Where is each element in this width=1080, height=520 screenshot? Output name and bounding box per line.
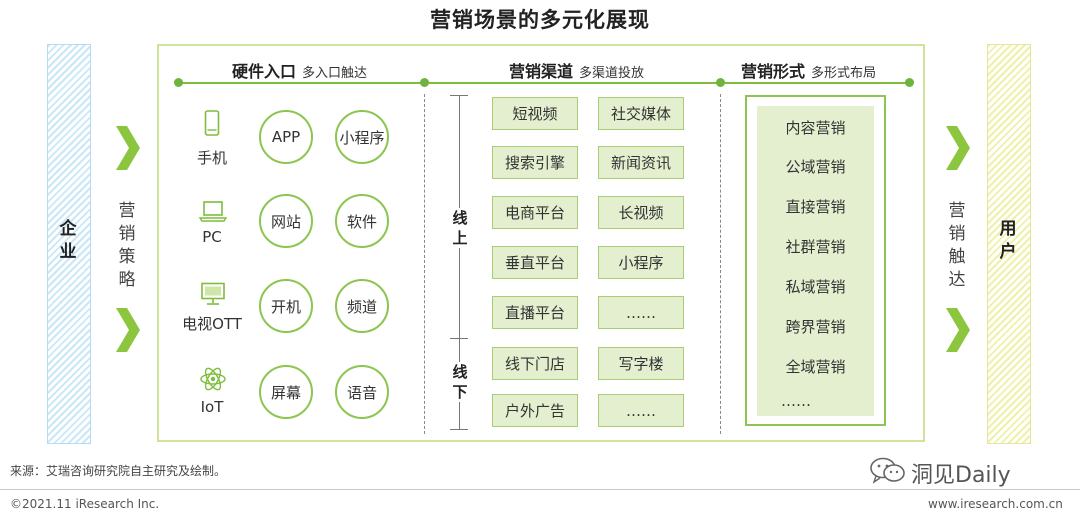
device-label-phone: 手机 — [196, 149, 227, 167]
strategy-char: 策 — [118, 247, 136, 267]
device-label-tv: 电视OTT — [182, 315, 242, 333]
touch-char: 销 — [948, 224, 966, 244]
touch-char: 达 — [948, 270, 966, 290]
form-item: 直接营销 — [785, 198, 846, 216]
device-circle: 小程序 — [335, 110, 389, 164]
channel-box: 社交媒体 — [598, 97, 684, 130]
channel-box: …… — [598, 394, 684, 427]
form-item: 公域营销 — [785, 158, 846, 176]
device-circle: 语音 — [335, 365, 389, 419]
enterprise-label: 企 业 — [57, 218, 79, 264]
chevron-right-icon — [116, 308, 140, 352]
separator-line — [424, 94, 425, 434]
phone-icon — [204, 110, 220, 136]
watermark-text: 洞见Daily — [911, 463, 1011, 488]
section-title-hardware: 硬件入口多入口触达 — [232, 58, 367, 82]
website-link[interactable]: www.iresearch.com.cn — [928, 497, 1063, 511]
section-title-forms: 营销形式多形式布局 — [741, 58, 876, 82]
form-item: 内容营销 — [785, 119, 846, 137]
wechat-icon — [870, 457, 905, 484]
copyright: ©2021.11 iResearch Inc. — [10, 497, 160, 511]
channel-box: 长视频 — [598, 196, 684, 229]
channel-box: 线下门店 — [492, 347, 578, 380]
form-item: 全域营销 — [785, 358, 846, 376]
device-circle: APP — [259, 110, 313, 164]
header-line — [178, 82, 910, 84]
bracket-tick — [450, 338, 468, 339]
touch-char: 触 — [948, 247, 966, 267]
hardware-subtitle: 多入口触达 — [302, 66, 368, 81]
header-dot — [905, 78, 914, 87]
device-circle: 开机 — [259, 279, 313, 333]
form-item: 跨界营销 — [785, 318, 846, 336]
marketing-strategy-label: 营 销 策 略 — [116, 200, 138, 292]
hardware-title: 硬件入口 — [232, 62, 297, 81]
separator-line — [720, 94, 721, 434]
strategy-char: 营 — [118, 201, 136, 221]
laptop-icon — [199, 201, 227, 222]
page-title: 营销场景的多元化展现 — [430, 8, 650, 32]
offline-char: 线 — [452, 363, 468, 381]
channels-title: 营销渠道 — [509, 62, 574, 81]
user-char: 户 — [999, 242, 1017, 262]
marketing-touch-label: 营 销 触 达 — [946, 200, 968, 292]
device-circle: 频道 — [335, 279, 389, 333]
forms-panel — [757, 106, 874, 416]
device-circle: 网站 — [259, 194, 313, 248]
online-label: 线 上 — [451, 208, 469, 248]
header-dot — [174, 78, 183, 87]
online-char: 线 — [452, 209, 468, 227]
channel-box: 直播平台 — [492, 296, 578, 329]
device-circle: 屏幕 — [259, 365, 313, 419]
device-label-pc: PC — [202, 228, 222, 246]
form-item: 私域营销 — [785, 278, 846, 296]
offline-label: 线 下 — [451, 362, 469, 402]
form-item: …… — [781, 392, 811, 410]
chevron-right-icon — [946, 126, 970, 170]
user-char: 用 — [999, 219, 1017, 239]
footer-divider — [0, 489, 1080, 490]
chevron-right-icon — [946, 308, 970, 352]
device-circle: 软件 — [335, 194, 389, 248]
bracket-tick — [450, 95, 468, 96]
atom-icon — [200, 367, 226, 391]
channel-box: 户外广告 — [492, 394, 578, 427]
enterprise-bar — [47, 44, 91, 444]
touch-char: 营 — [948, 201, 966, 221]
user-bar — [987, 44, 1031, 444]
enterprise-char: 业 — [59, 242, 77, 262]
forms-frame — [745, 95, 886, 426]
bracket-tick — [450, 429, 468, 430]
strategy-char: 销 — [118, 224, 136, 244]
channel-box: 电商平台 — [492, 196, 578, 229]
user-label: 用 户 — [997, 218, 1019, 264]
online-char: 上 — [452, 229, 468, 247]
forms-subtitle: 多形式布局 — [811, 66, 877, 81]
strategy-char: 略 — [118, 270, 136, 290]
channel-box: 小程序 — [598, 246, 684, 279]
channel-box: 短视频 — [492, 97, 578, 130]
header-dot — [420, 78, 429, 87]
chevron-right-icon — [116, 126, 140, 170]
tv-icon — [201, 282, 225, 305]
header-dot — [716, 78, 725, 87]
channels-subtitle: 多渠道投放 — [579, 66, 645, 81]
channel-box: 新闻资讯 — [598, 146, 684, 179]
section-title-channels: 营销渠道多渠道投放 — [509, 58, 644, 82]
offline-char: 下 — [452, 383, 468, 401]
channel-box: …… — [598, 296, 684, 329]
device-label-iot: IoT — [200, 398, 224, 416]
main-diagram-box — [157, 44, 925, 442]
enterprise-char: 企 — [59, 219, 77, 239]
form-item: 社群营销 — [785, 238, 846, 256]
online-bracket-line — [459, 95, 460, 430]
source-note: 来源：艾瑞咨询研究院自主研究及绘制。 — [10, 464, 227, 478]
channel-box: 写字楼 — [598, 347, 684, 380]
channel-box: 搜索引擎 — [492, 146, 578, 179]
channel-box: 垂直平台 — [492, 246, 578, 279]
forms-title: 营销形式 — [741, 62, 806, 81]
